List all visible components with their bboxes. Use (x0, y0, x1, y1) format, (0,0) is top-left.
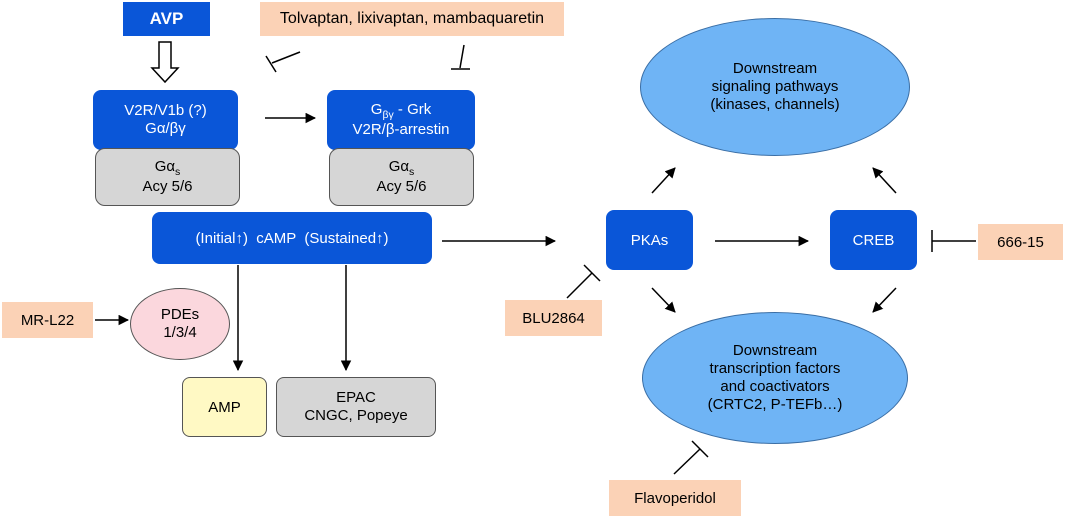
amp-box: AMP (182, 377, 267, 437)
arrow-pkas-to-signaling (651, 167, 676, 194)
gas-right-box: Gαs Acy 5/6 (329, 148, 474, 206)
flavoperidol-box: Flavoperidol (609, 480, 741, 516)
arrow-pkas-to-transcription (651, 287, 676, 313)
flavoperidol-inhibit (673, 440, 709, 475)
antagonists-box: Tolvaptan, lixivaptan, mambaquaretin (260, 2, 564, 36)
receptor-box: V2R/V1b (?) Gα/βγ (93, 90, 238, 150)
gas-left-box: Gαs Acy 5/6 (95, 148, 240, 206)
antagonist-inhibit-right (451, 44, 470, 70)
avp-box: AVP (123, 2, 210, 36)
pdes-oval: PDEs 1/3/4 (130, 288, 230, 360)
camp-box: (Initial↑) cAMP (Sustained↑) (152, 212, 432, 264)
downstream-transcription-oval: Downstream transcription factors and coa… (642, 312, 908, 444)
receptor-sustained-box: Gβγ - Grk V2R/β-arrestin (327, 90, 475, 150)
blu2864-box: BLU2864 (505, 300, 602, 336)
downstream-signaling-oval: Downstream signaling pathways (kinases, … (640, 18, 910, 156)
epac-box: EPAC CNGC, Popeye (276, 377, 436, 437)
blu2864-inhibit (566, 264, 601, 299)
avp-hollow-arrow (150, 41, 180, 84)
pkas-box: PKAs (606, 210, 693, 270)
arrow-creb-to-transcription (872, 287, 897, 313)
inhibitor-666-inhibit (931, 230, 976, 252)
arrow-creb-to-signaling (872, 167, 897, 194)
mr-l22-box: MR-L22 (2, 302, 93, 338)
inhibitor-666-box: 666-15 (978, 224, 1063, 260)
antagonist-inhibit-left (265, 51, 301, 73)
creb-box: CREB (830, 210, 917, 270)
